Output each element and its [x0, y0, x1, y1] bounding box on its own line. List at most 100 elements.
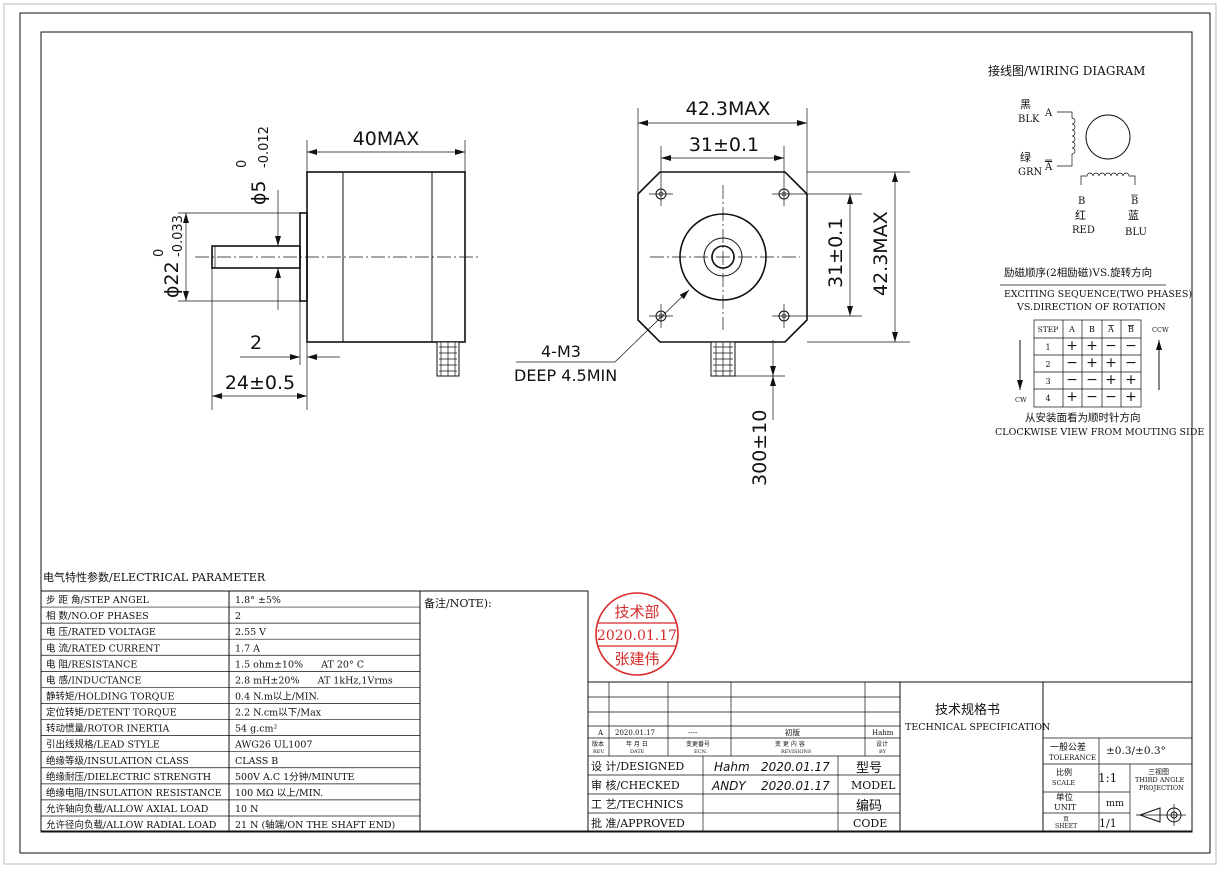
param-value: 54 g.cm² [235, 724, 278, 735]
param-label: 电 阻/RESISTANCE [46, 658, 137, 670]
head-ecn-cn: 变更番号 [686, 740, 710, 748]
dim-width: 42.3MAX [686, 98, 771, 120]
unit-en: UNIT [1054, 803, 1077, 812]
label-phase-b-bar: B [1131, 196, 1138, 207]
param-label: 绝缘耐压/DIELECTRIC STRENGTH [46, 771, 211, 783]
dim-boss-height: 2 [250, 332, 262, 354]
wiring-diagram: 接线图/WIRING DIAGRAM 黑 BLK A 绿 GRN A B B 红… [988, 63, 1147, 238]
rev-ecn: ---- [688, 729, 698, 737]
param-label: 允许径向负载/ALLOW RADIAL LOAD [46, 819, 217, 831]
seq-cell: − [1066, 355, 1078, 371]
mounting-holes [649, 182, 796, 328]
dim-boss-dia: ϕ22 [161, 261, 183, 298]
seq-head-step: STEP [1038, 325, 1059, 334]
designed-date: 2020.01.17 [761, 760, 830, 774]
seq-head-a-bar: A [1107, 325, 1114, 334]
head-rev-en: REV. [593, 749, 605, 755]
unit-cn: 单位 [1056, 792, 1074, 803]
outer-border [19, 12, 1211, 854]
approval-stamp: 技术部 2020.01.17 张建伟 [595, 592, 679, 676]
seq-cell: − [1125, 338, 1137, 354]
seq-cell: − [1105, 338, 1117, 354]
note-label: 备注/NOTE): [424, 596, 492, 610]
param-label: 允许轴向负载/ALLOW AXIAL LOAD [46, 803, 209, 815]
dim-boss-tol-lower: -0.033 [171, 215, 186, 257]
side-view: 40MAX ϕ5 0 -0.012 ϕ22 0 -0.033 2 [152, 126, 478, 410]
head-desc-cn: 变 更 内 容 [775, 740, 805, 748]
label-approved: 批 准/APPROVED [591, 816, 685, 830]
dim-hole-spacing-h: 31±0.1 [689, 134, 759, 156]
stamp-dept: 技术部 [614, 603, 659, 621]
rev-letter: A [597, 729, 604, 737]
coil-a [1057, 111, 1076, 167]
param-label: 定位转矩/DETENT TORQUE [46, 707, 177, 719]
dim-length: 40MAX [353, 128, 420, 150]
sequence-foot-cn: 从安装面看为顺时针方向 [1025, 411, 1141, 424]
sequence-title-cn: 励磁顺序(2相励磁)VS.旋转方向 [1004, 266, 1152, 279]
param-label: 电 感/INDUCTANCE [46, 674, 141, 686]
param-value: 1.8° ±5% [235, 595, 281, 606]
parameter-table: 电气特性参数/ELECTRICAL PARAMETER 步 距 角/STEP A… [40, 570, 589, 833]
sequence-foot-en: CLOCKWISE VIEW FROM MOUTING SIDE [995, 427, 1204, 438]
param-label: 相 数/NO.OF PHASES [46, 610, 149, 622]
param-label: 步 距 角/STEP ANGEL [46, 594, 150, 606]
stamp-date: 2020.01.17 [597, 628, 677, 644]
seq-head-b: B [1089, 325, 1095, 334]
param-value: 2.8 mH±20% AT 1kHz,1Vrms [235, 675, 393, 686]
param-label: 电 流/RATED CURRENT [46, 642, 160, 654]
front-view: 42.3MAX 31±0.1 31±0.1 42.3MAX 4-M3 DEEP … [514, 98, 910, 486]
label-black-en: BLK [1018, 114, 1040, 125]
seq-cell: − [1105, 389, 1117, 405]
scale-value: 1:1 [1098, 771, 1117, 785]
params-title: 电气特性参数/ELECTRICAL PARAMETER [43, 570, 266, 584]
label-black-cn: 黑 [1020, 98, 1031, 111]
label-blue-en: BLU [1125, 227, 1147, 238]
spec-title-cn: 技术规格书 [935, 702, 1000, 718]
checked-name: ANDY [711, 779, 747, 793]
param-label: 绝缘电阻/INSULATION RESISTANCE [46, 787, 222, 799]
seq-cell: + [1105, 372, 1117, 388]
param-label: 转动惯量/ROTOR INERTIA [46, 723, 170, 735]
sheet-value: 1/1 [1099, 817, 1117, 830]
motor-face [637, 171, 808, 343]
head-desc-en: REVISIONS [781, 749, 812, 755]
dim-shaft-dia: ϕ5 [248, 180, 270, 205]
projection-cn: 三视图 [1148, 767, 1169, 776]
label-green-en: GRN [1018, 167, 1043, 178]
head-by-cn: 设计 [876, 740, 888, 748]
seq-step: 2 [1045, 360, 1050, 369]
param-value: CLASS B [235, 756, 278, 767]
seq-cell: − [1086, 389, 1098, 405]
seq-step: 4 [1045, 394, 1050, 403]
param-label: 引出线规格/LEAD STYLE [46, 739, 160, 751]
param-value: 500V A.C 1分钟/MINUTE [235, 771, 355, 783]
dim-lead-length: 300±10 [749, 410, 771, 486]
sequence-rows: 1++−−2−++−3−−++4+−−+ [1045, 338, 1136, 405]
inner-border [40, 31, 1193, 832]
seq-cell: − [1086, 372, 1098, 388]
seq-cell: + [1066, 389, 1078, 405]
seq-cell: + [1105, 355, 1117, 371]
model-cn: 型号 [856, 761, 882, 776]
param-rows: 步 距 角/STEP ANGEL 1.8° ±5% 相 数/NO.OF PHASES… [41, 594, 420, 831]
stamp-name: 张建伟 [614, 650, 659, 668]
projection-en1: THIRD ANGLE [1135, 776, 1185, 784]
designed-name: Hahm [714, 760, 750, 774]
tolerance-value: ±0.3/±0.3° [1106, 745, 1166, 757]
param-value: 2.2 N.cm以下/Max [235, 708, 322, 719]
seq-cell: − [1066, 372, 1078, 388]
label-phase-a-bar: A [1044, 162, 1053, 173]
sequence-title-en2: VS.DIRECTION OF ROTATION [1016, 302, 1166, 313]
wiring-title: 接线图/WIRING DIAGRAM [988, 63, 1145, 78]
label-cw: CW [1015, 396, 1027, 404]
seq-cell: − [1125, 355, 1137, 371]
connector-side [436, 341, 460, 377]
param-label: 绝缘等级/INSULATION CLASS [46, 755, 189, 767]
dim-hole-spacing-v: 31±0.1 [825, 218, 847, 288]
note-hole-depth: DEEP 4.5MIN [514, 366, 617, 385]
title-block: A 2020.01.17 ---- 初版 Hahm 版本 REV. 年 月 日 … [587, 681, 1193, 833]
label-technics: 工 艺/TECHNICS [591, 798, 684, 811]
head-ecn-en: ECN. [694, 749, 708, 755]
param-value: 2 [235, 611, 241, 622]
param-value: 0.4 N.m以上/MIN. [235, 691, 319, 702]
